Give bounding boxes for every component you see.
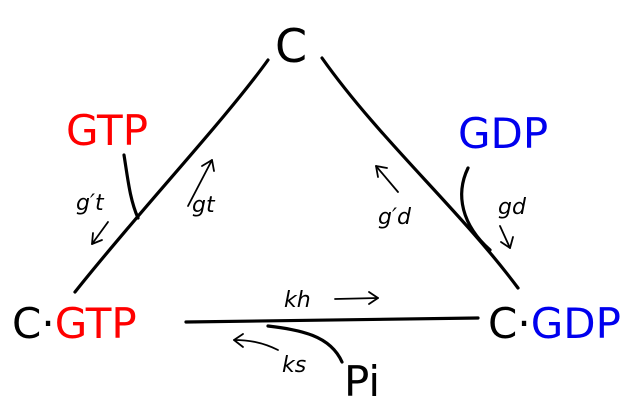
gtp-label: GTP xyxy=(66,106,148,155)
pi-label: Pi xyxy=(344,357,380,406)
arrow-ks-icon xyxy=(233,333,279,351)
gdp-binding-curve xyxy=(460,166,492,252)
node-c-gdp-species: GDP xyxy=(531,299,621,348)
gdp-label: GDP xyxy=(458,109,548,158)
edge-left xyxy=(73,58,270,294)
node-c-gtp-species: GTP xyxy=(55,299,137,348)
gtp-binding-curve xyxy=(122,153,140,220)
pi-release-curve xyxy=(266,324,344,364)
rate-gd: gd xyxy=(498,195,527,220)
arrow-gd-icon xyxy=(499,225,514,249)
node-c-gtp-prefix: C· xyxy=(12,299,55,348)
node-c-gtp: C·GTP xyxy=(12,299,137,348)
arrow-gt-prime-icon xyxy=(91,221,109,245)
node-c: C xyxy=(275,19,307,73)
arrow-gd-prime-icon xyxy=(375,165,399,193)
arrow-gt-icon xyxy=(187,159,215,207)
edge-right xyxy=(320,56,520,290)
rate-gd-prime: g′d xyxy=(378,205,412,230)
rate-gt: gt xyxy=(192,193,216,218)
rate-ks: ks xyxy=(282,353,306,378)
arrow-kh-icon xyxy=(334,291,379,305)
rate-gt-prime: g′t xyxy=(76,191,105,216)
node-c-gdp: C·GDP xyxy=(488,299,621,348)
edge-bottom xyxy=(184,316,480,324)
node-c-gdp-prefix: C· xyxy=(488,299,531,348)
rate-kh: kh xyxy=(284,288,311,313)
